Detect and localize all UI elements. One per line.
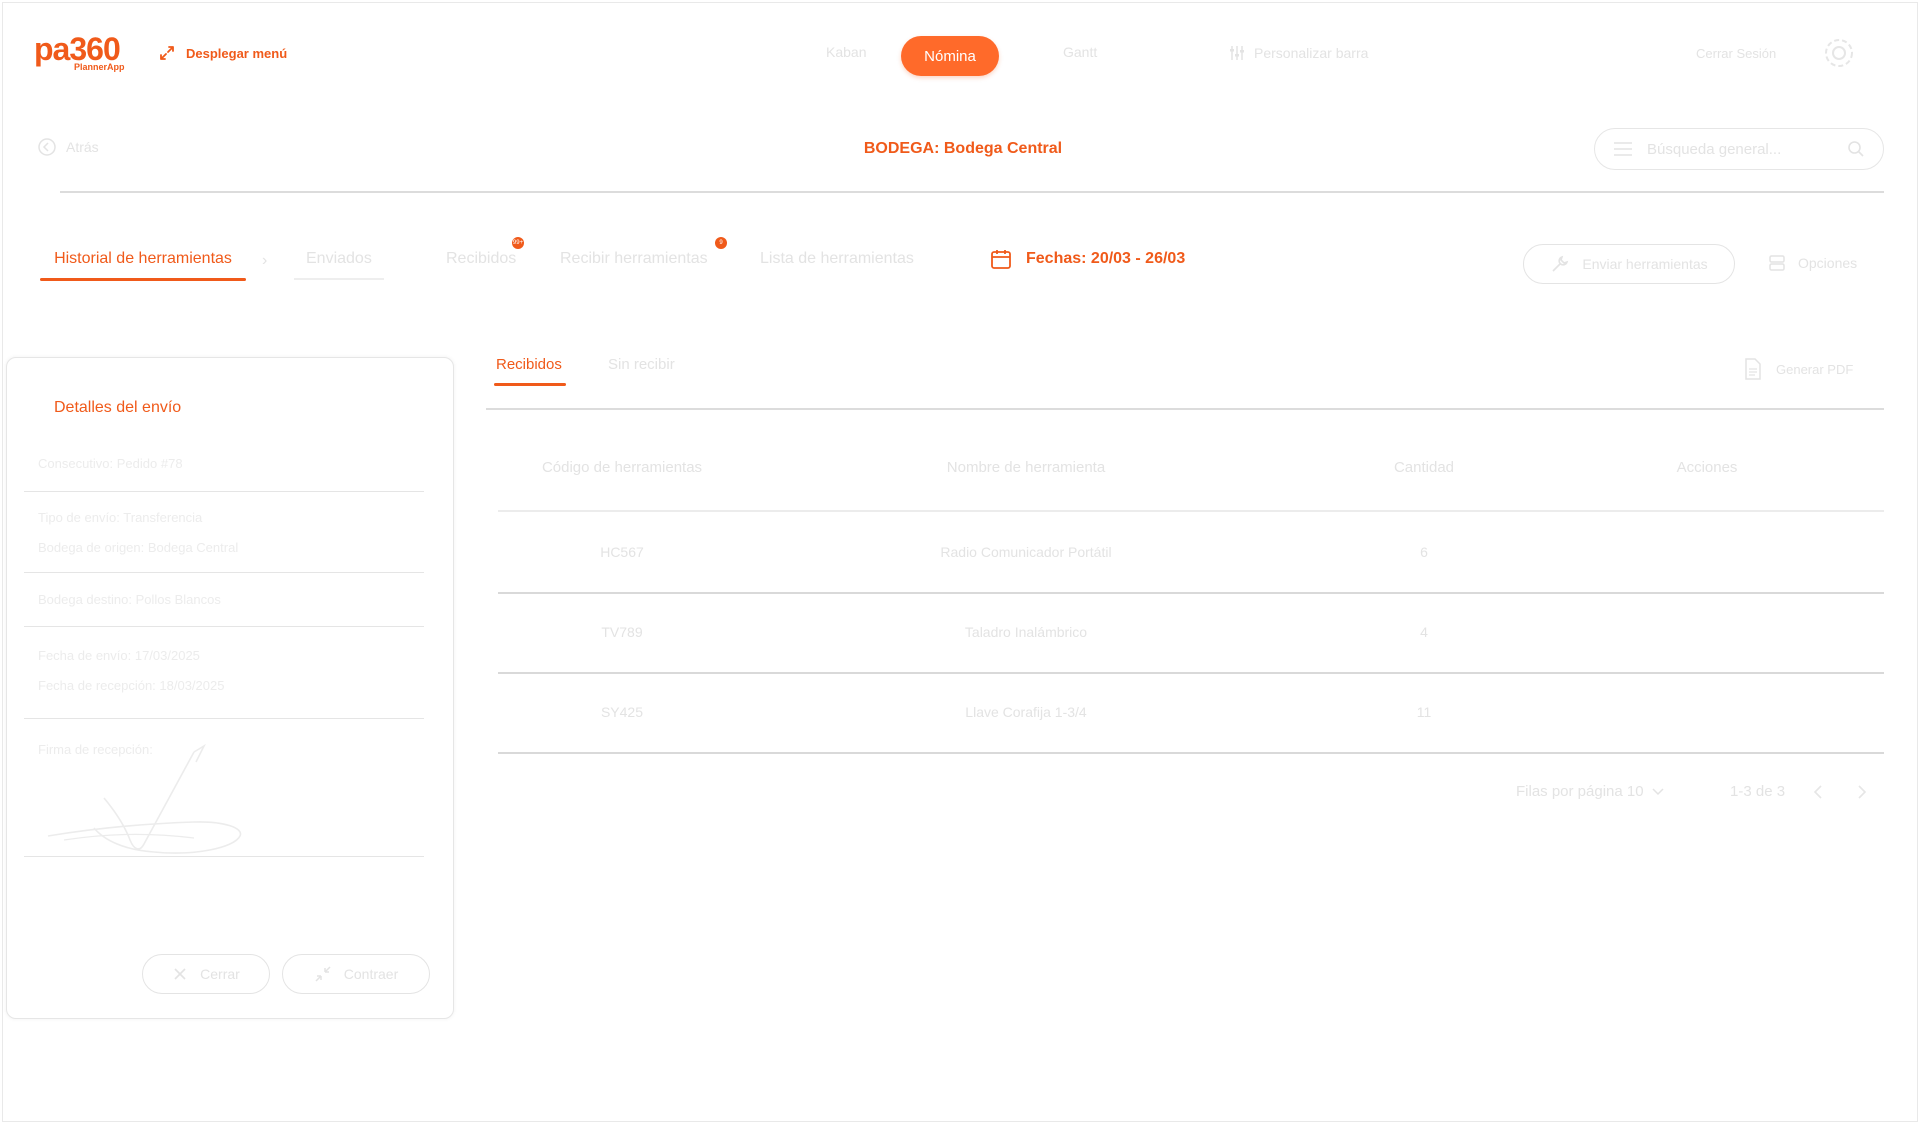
calendar-icon (991, 250, 1011, 269)
cell-code: HC567 (600, 544, 644, 560)
logout-link[interactable]: Cerrar Sesión (1696, 46, 1777, 61)
receive-tools-badge: 9 (715, 237, 727, 249)
header-divider (60, 191, 1884, 193)
column-header-name: Nombre de herramienta (946, 459, 1106, 476)
cell-quantity: 11 (1416, 704, 1432, 720)
consecutive-text: Consecutivo: Pedido #78 (38, 456, 183, 471)
table-header-divider (498, 510, 1884, 512)
panel-divider (24, 491, 424, 492)
tab-sent-underline (294, 278, 384, 280)
expand-menu-label: Desplegar menú (186, 45, 288, 61)
date-range-picker[interactable]: Fechas: 20/03 - 26/03 (990, 248, 1185, 270)
table-row-divider (498, 592, 1884, 594)
logo-text: pa360 (34, 31, 121, 67)
column-header-code: Código de herramientas (541, 459, 703, 476)
document-icon (1745, 358, 1761, 380)
received-badge: 99+ (512, 237, 524, 249)
global-search[interactable]: Búsqueda general... (1594, 128, 1884, 170)
table-row-divider (498, 752, 1884, 754)
table-row-divider (498, 672, 1884, 674)
generate-pdf-label: Generar PDF (1776, 361, 1854, 377)
cell-code: TV789 (601, 624, 643, 640)
send-tools-button[interactable]: Enviar herramientas (1523, 244, 1735, 284)
subtab-received[interactable]: Recibidos (494, 356, 566, 386)
send-tools-label: Enviar herramientas (1582, 256, 1708, 272)
panel-title: Detalles del envío (54, 399, 182, 416)
page-title: BODEGA: Bodega Central (863, 140, 1063, 157)
customize-bar-button[interactable]: Personalizar barra (1228, 44, 1368, 62)
chevron-down-icon (1652, 787, 1664, 795)
rows-per-page-select[interactable]: Filas por página 10 (1516, 783, 1664, 800)
panel-divider (24, 718, 424, 719)
nav-nomina-label: Nómina (924, 47, 976, 65)
collapse-button[interactable]: Contraer (282, 954, 430, 994)
gear-icon (1825, 39, 1853, 67)
close-icon (174, 968, 186, 980)
content-divider (486, 408, 1884, 410)
app-logo[interactable]: pa360 PlannerApp (34, 31, 125, 72)
options-label: Opciones (1798, 255, 1858, 271)
tab-receive-tools[interactable]: Recibir herramientas (560, 250, 708, 267)
expand-menu-button[interactable]: Desplegar menú (158, 44, 287, 62)
tab-received[interactable]: Recibidos (446, 250, 517, 267)
expand-arrows-icon (160, 46, 174, 60)
received-badge-count: 99+ (512, 240, 524, 246)
previous-page-icon[interactable] (1812, 784, 1824, 800)
collapse-label: Contraer (343, 966, 399, 982)
cell-name: Taladro Inalámbrico (964, 624, 1088, 640)
logo-subtitle: PlannerApp (74, 62, 125, 72)
column-header-actions: Acciones (1676, 459, 1738, 476)
nav-nomina[interactable]: Nómina (901, 36, 999, 76)
shipment-details-panel (6, 357, 454, 1019)
panel-divider (24, 572, 424, 573)
origin-text: Bodega de origen: Bodega Central (38, 540, 239, 555)
options-icon (1769, 255, 1785, 271)
nav-gantt[interactable]: Gantt (1063, 44, 1098, 60)
settings-button[interactable] (1822, 36, 1856, 75)
tab-sent[interactable]: Enviados (306, 250, 372, 267)
destination-text: Bodega destino: Pollos Blancos (38, 592, 221, 607)
collapse-arrows-icon (315, 966, 331, 982)
search-icon (1848, 141, 1864, 157)
customize-bar-label: Personalizar barra (1254, 45, 1369, 61)
panel-divider (24, 856, 424, 857)
column-header-quantity: Cantidad (1393, 459, 1455, 476)
receive-date-text: Fecha de recepción: 18/03/2025 (38, 678, 225, 693)
cell-quantity: 6 (1420, 544, 1428, 560)
wrench-icon (1552, 255, 1569, 272)
generate-pdf-button[interactable]: Generar PDF (1744, 358, 1853, 380)
date-range-label: Fechas: 20/03 - 26/03 (1026, 250, 1186, 267)
cell-name: Llave Corafija 1-3/4 (965, 704, 1087, 720)
tab-tool-history-label: Historial de herramientas (54, 250, 232, 267)
back-button[interactable]: Atrás (38, 138, 99, 156)
tab-tool-list[interactable]: Lista de herramientas (760, 250, 914, 267)
receive-tools-badge-count: 9 (719, 240, 723, 246)
cell-name: Radio Comunicador Portátil (940, 544, 1112, 560)
signature-label: Firma de recepción: (38, 742, 153, 757)
nav-kaban[interactable]: Kaban (826, 44, 867, 60)
sliders-icon (1230, 46, 1244, 60)
options-button[interactable]: Opciones (1768, 254, 1857, 272)
send-date-text: Fecha de envío: 17/03/2025 (38, 648, 200, 663)
cell-quantity: 4 (1420, 624, 1428, 640)
tab-tool-history[interactable]: Historial de herramientas (40, 250, 246, 281)
back-arrow-icon (38, 138, 56, 156)
next-page-icon[interactable] (1856, 784, 1868, 800)
cell-code: SY425 (600, 704, 644, 720)
rows-per-page-label: Filas por página 10 (1516, 783, 1644, 800)
send-type-text: Tipo de envío: Transferencia (38, 510, 203, 525)
menu-lines-icon (1614, 142, 1632, 156)
search-input[interactable]: Búsqueda general... (1647, 140, 1782, 158)
close-button[interactable]: Cerrar (142, 954, 270, 994)
panel-divider (24, 626, 424, 627)
subtab-not-received[interactable]: Sin recibir (608, 356, 675, 373)
back-label: Atrás (66, 139, 99, 155)
chevron-right-icon: › (262, 252, 268, 269)
signature-image (47, 743, 242, 854)
close-label: Cerrar (200, 966, 240, 982)
pagination-range: 1-3 de 3 (1730, 783, 1786, 800)
